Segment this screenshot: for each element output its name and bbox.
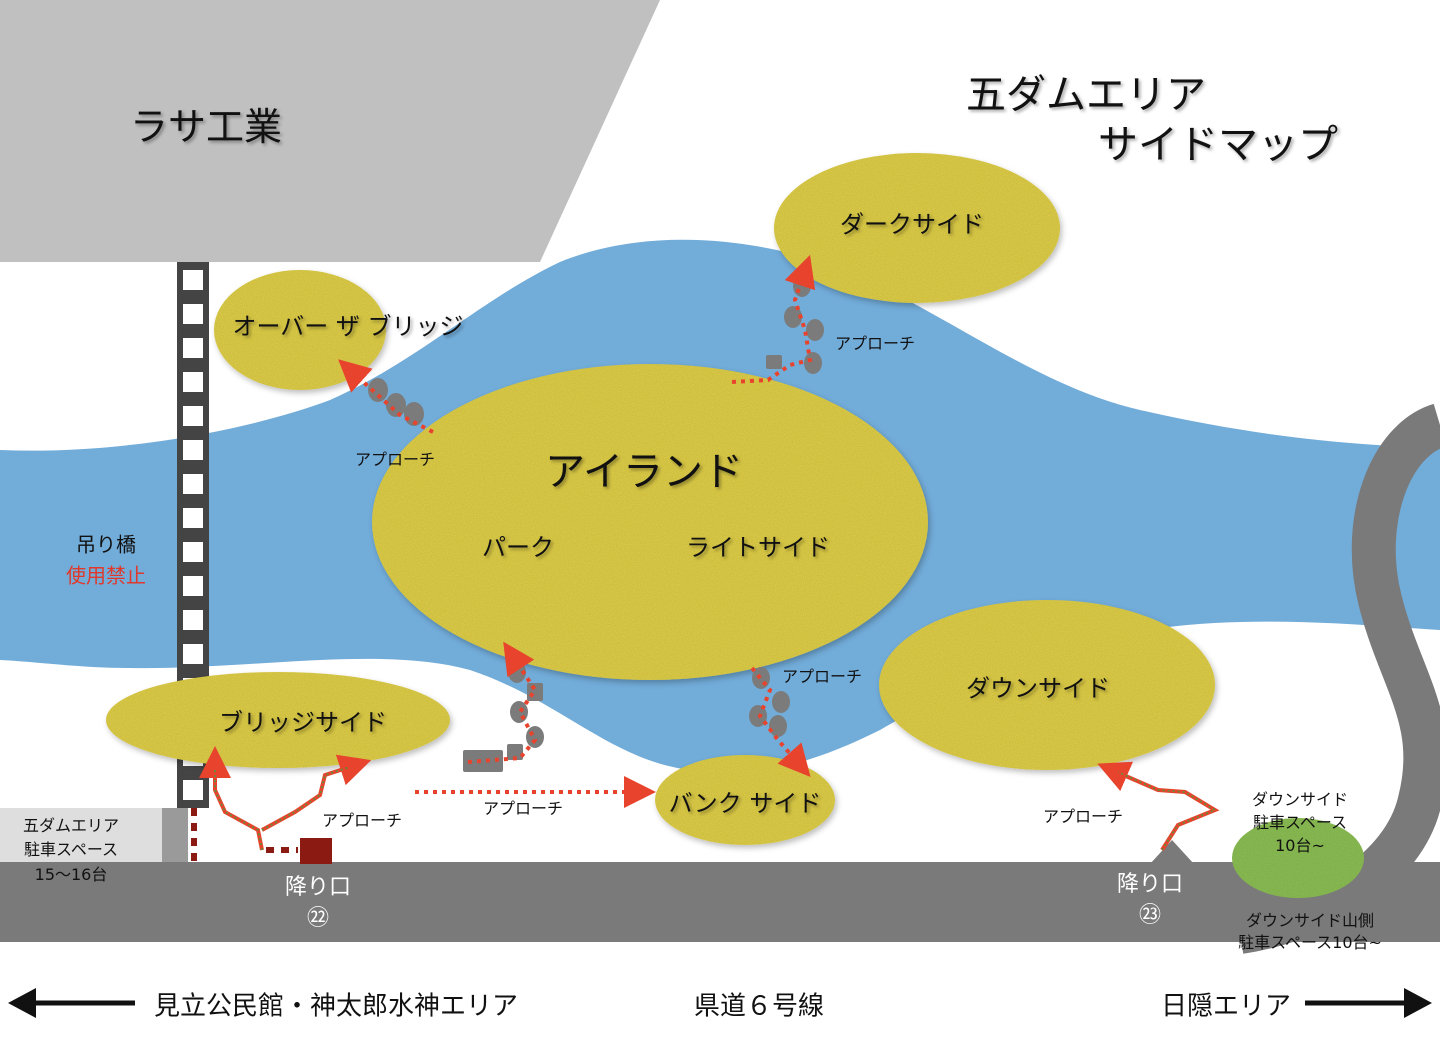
left-direction-label: 見立公民館・神太郎水神エリア (153, 991, 519, 1022)
bridge-side-label: ブリッジサイド (219, 708, 387, 737)
down-side-label: ダウンサイド (966, 674, 1110, 703)
approach-label-bridge-side: アプローチ (322, 811, 403, 830)
area-bank-side (655, 755, 835, 845)
bridge-plank (183, 780, 203, 800)
bank-side-label: バンク サイド (668, 789, 822, 818)
bridge-plank (183, 644, 203, 664)
approach-arrows (338, 254, 816, 808)
mountain-parking-line1: ダウンサイド山側 (1245, 911, 1375, 930)
bridge-plank (183, 474, 203, 494)
right-direction-label: 日隠エリア (1160, 991, 1292, 1022)
exit22-label: 降り口 (284, 875, 352, 900)
over-the-bridge-label: オーバー ザ ブリッジ (232, 312, 464, 341)
dark-side-label: ダークサイド (840, 210, 984, 239)
bridge-plank (183, 508, 203, 528)
bridge-plank (183, 270, 203, 290)
left-parking-line1: 五ダムエリア (22, 816, 120, 835)
suspension-bridge-label: 吊り橋 (76, 532, 136, 557)
exit22-number: ㉒ (306, 906, 330, 931)
exit23-number: ㉓ (1138, 903, 1162, 928)
bridge-plank (183, 576, 203, 596)
bridge-plank (183, 338, 203, 358)
area-down-side (879, 600, 1215, 770)
park-label: パーク (482, 533, 554, 562)
approach-label-park: アプローチ (483, 799, 564, 818)
bridge-warning-label: 使用禁止 (66, 563, 146, 588)
left-parking-line2: 駐車スペース (23, 840, 119, 859)
downside-parking-mound (1232, 818, 1364, 898)
approach-label-over-bridge: アプローチ (355, 450, 436, 469)
left-parking-surface (0, 808, 162, 862)
left-parking-count: 15〜16台 (34, 865, 108, 884)
map-title-line1: 五ダムエリア (966, 72, 1206, 118)
exit23-marker (1150, 840, 1194, 864)
right-side-label: ライトサイド (686, 533, 830, 562)
approach-label-dark-side: アプローチ (835, 334, 916, 353)
bridge-plank (183, 372, 203, 392)
mountain-parking-line2: 駐車スペース10台~ (1238, 933, 1382, 952)
approach-label-down-side: アプローチ (1043, 807, 1124, 826)
grass-overlay (214, 766, 1218, 851)
downside-parking-line2: 駐車スペース (1252, 813, 1348, 832)
bridge-plank (183, 440, 203, 460)
map-title-line2: サイドマップ (1098, 122, 1338, 168)
left-arrowhead (8, 988, 36, 1018)
bridge-plank (183, 610, 203, 630)
trailhead-marker (300, 838, 332, 864)
downside-parking-line1: ダウンサイド (1251, 790, 1349, 809)
factory-area (0, 0, 660, 262)
right-arrowhead (1404, 988, 1432, 1018)
bridge-plank (183, 406, 203, 426)
left-parking-gravel (162, 808, 188, 862)
road-name-label: 県道６号線 (693, 991, 825, 1022)
downside-parking-count: 10台~ (1275, 836, 1325, 855)
main-road (0, 862, 1440, 942)
area-dark-side (774, 153, 1060, 303)
area-bridge-side (106, 672, 450, 768)
approach-label-bank-side: アプローチ (782, 667, 863, 686)
exit23-label: 降り口 (1116, 872, 1184, 897)
factory-label: ラサ工業 (130, 105, 283, 149)
bridge-plank (183, 304, 203, 324)
island-label: アイランド (545, 449, 743, 495)
bridge-plank (183, 542, 203, 562)
area-island (372, 364, 928, 680)
